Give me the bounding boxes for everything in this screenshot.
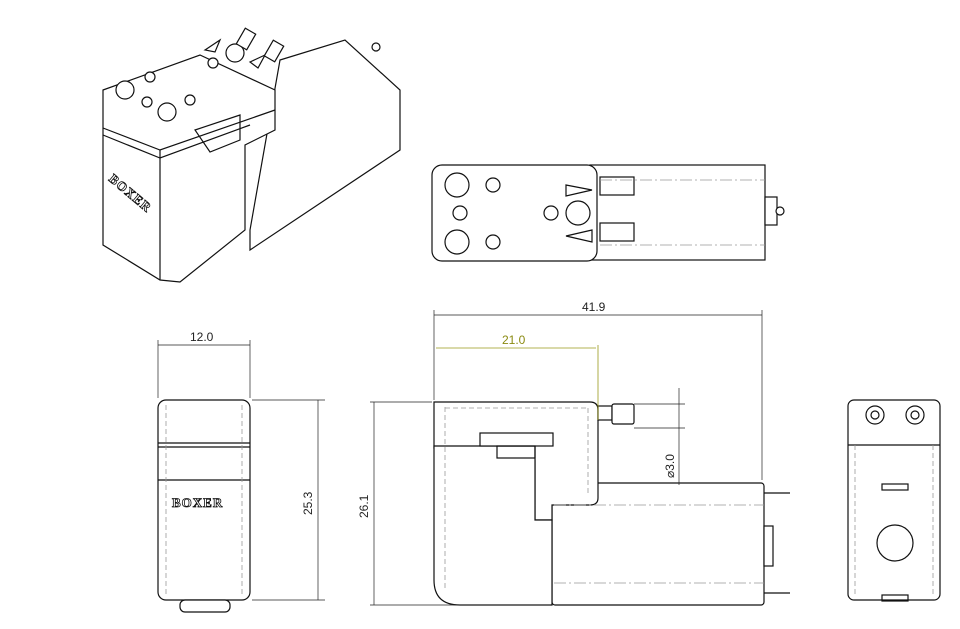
- isometric-view: BOXER: [102, 27, 401, 283]
- dim-port-diameter: ⌀3.0: [663, 454, 677, 478]
- dim-width-side: 12.0: [190, 330, 214, 344]
- dim-head-length: 21.0: [502, 333, 526, 347]
- end-view: [847, 399, 941, 602]
- brand-logo-side: BOXER: [172, 495, 223, 510]
- dim-height-front: 26.1: [357, 494, 371, 518]
- dim-overall-length: 41.9: [582, 300, 606, 314]
- front-view: 41.9 21.0 ⌀3.0 26.1: [357, 300, 790, 606]
- side-view: BOXER 12.0 25.3: [157, 330, 325, 613]
- dim-height-side: 25.3: [301, 491, 315, 515]
- top-view: [431, 164, 785, 262]
